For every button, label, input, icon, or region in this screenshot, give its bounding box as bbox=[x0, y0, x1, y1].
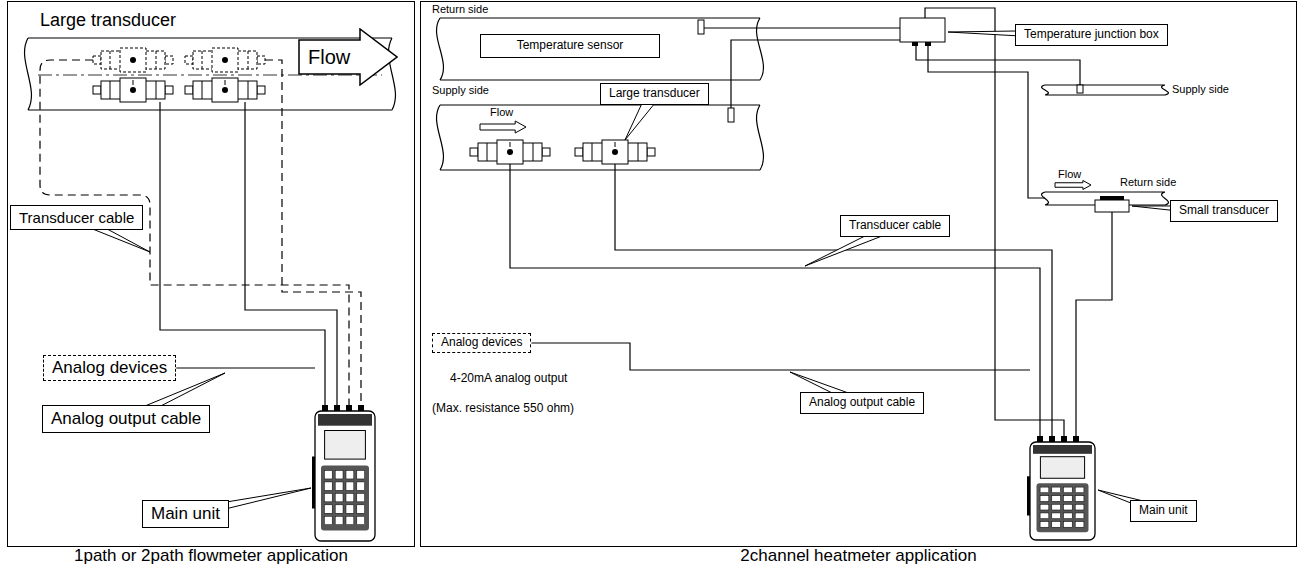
connector bbox=[1061, 436, 1067, 442]
callout-box: Main unit bbox=[1130, 500, 1197, 522]
pipe bbox=[437, 18, 764, 80]
box-text: Flow bbox=[298, 28, 398, 86]
connector bbox=[346, 405, 352, 411]
box-text: Main unit bbox=[1139, 504, 1188, 518]
part-label: Large transducer bbox=[40, 10, 176, 31]
side-label: Supply side bbox=[1172, 83, 1229, 96]
temperature-wire bbox=[731, 40, 900, 112]
panel-frame: 2channel heatmeter applicationTemperatur… bbox=[420, 1, 1297, 547]
keypad bbox=[321, 466, 369, 531]
box-text: Small transducer bbox=[1179, 204, 1269, 218]
side-label: Return side bbox=[432, 3, 488, 16]
display bbox=[1040, 457, 1084, 479]
callout-box: Main unit bbox=[142, 500, 229, 528]
pipe bbox=[437, 105, 764, 170]
callout-box: Analog output cable bbox=[42, 405, 210, 433]
sensor-box: Temperature sensor bbox=[480, 34, 660, 58]
callout-box: Analog output cable bbox=[800, 392, 924, 414]
flow-arrow-symbol bbox=[1055, 181, 1091, 190]
box-text: Main unit bbox=[151, 504, 220, 524]
callout-box: Large transducer bbox=[600, 83, 709, 105]
main-unit-device bbox=[1027, 436, 1095, 540]
output-note: 4-20mA analog output bbox=[450, 372, 567, 386]
callout-box: Transducer cable bbox=[10, 205, 143, 230]
device-box: Analog devices bbox=[432, 333, 531, 353]
connector bbox=[1037, 436, 1043, 442]
connector bbox=[322, 405, 328, 411]
small-transducer bbox=[1095, 200, 1129, 212]
temperature-wire bbox=[928, 42, 1045, 198]
callout-box: Temperature junction box bbox=[1015, 24, 1168, 46]
output-note: (Max. resistance 550 ohm) bbox=[432, 402, 574, 416]
device-box: Analog devices bbox=[43, 355, 176, 381]
connector bbox=[358, 405, 364, 411]
small-transducer-clamp bbox=[1100, 196, 1124, 200]
panel-caption: 1path or 2path flowmeter application bbox=[8, 546, 414, 566]
box-text: Transducer cable bbox=[19, 209, 134, 226]
transducer-cable-hidden bbox=[40, 60, 349, 405]
pipe bbox=[1042, 85, 1169, 95]
transducer-cable-hidden bbox=[265, 60, 361, 405]
display bbox=[325, 431, 366, 460]
callout-box: Small transducer bbox=[1170, 200, 1278, 222]
connector bbox=[334, 405, 340, 411]
box-text: Temperature junction box bbox=[1024, 28, 1159, 42]
flow-arrow: Flow bbox=[298, 28, 398, 86]
analog-output-cable bbox=[531, 343, 1030, 370]
connector bbox=[1049, 436, 1055, 442]
box-text: Temperature sensor bbox=[487, 39, 653, 53]
flow-label: Flow bbox=[490, 106, 513, 119]
box-text: Transducer cable bbox=[849, 219, 941, 233]
transducer-cable bbox=[160, 102, 325, 405]
flow-arrow-symbol bbox=[480, 121, 526, 133]
transducer-cable bbox=[510, 164, 1040, 436]
temperature-wire bbox=[916, 42, 1080, 85]
main-unit-device bbox=[312, 405, 375, 541]
transducer-cable bbox=[245, 102, 337, 405]
side-label: Return side bbox=[1120, 176, 1176, 189]
temperature-probe bbox=[728, 108, 734, 122]
box-text: Large transducer bbox=[609, 87, 700, 101]
box-text: Analog devices bbox=[52, 358, 167, 378]
side-label: Supply side bbox=[432, 84, 489, 97]
temperature-probe bbox=[698, 20, 704, 34]
connector bbox=[1073, 436, 1079, 442]
analog-output-cable bbox=[176, 367, 315, 368]
transducer-cable bbox=[1076, 212, 1112, 436]
temperature-wire bbox=[701, 27, 900, 28]
callout-box: Transducer cable bbox=[840, 215, 950, 237]
transducer-cable bbox=[615, 164, 1052, 436]
panel-caption: 2channel heatmeter application bbox=[421, 546, 1296, 566]
box-text: Analog output cable bbox=[809, 396, 915, 410]
panel-frame: 1path or 2path flowmeter applicationFlow… bbox=[7, 1, 415, 547]
junction-box bbox=[900, 18, 945, 42]
flow-label: Flow bbox=[1058, 168, 1081, 181]
box-text: Analog output cable bbox=[51, 409, 201, 429]
box-text: Analog devices bbox=[441, 336, 522, 350]
temperature-probe bbox=[1077, 85, 1083, 93]
keypad bbox=[1037, 483, 1089, 532]
